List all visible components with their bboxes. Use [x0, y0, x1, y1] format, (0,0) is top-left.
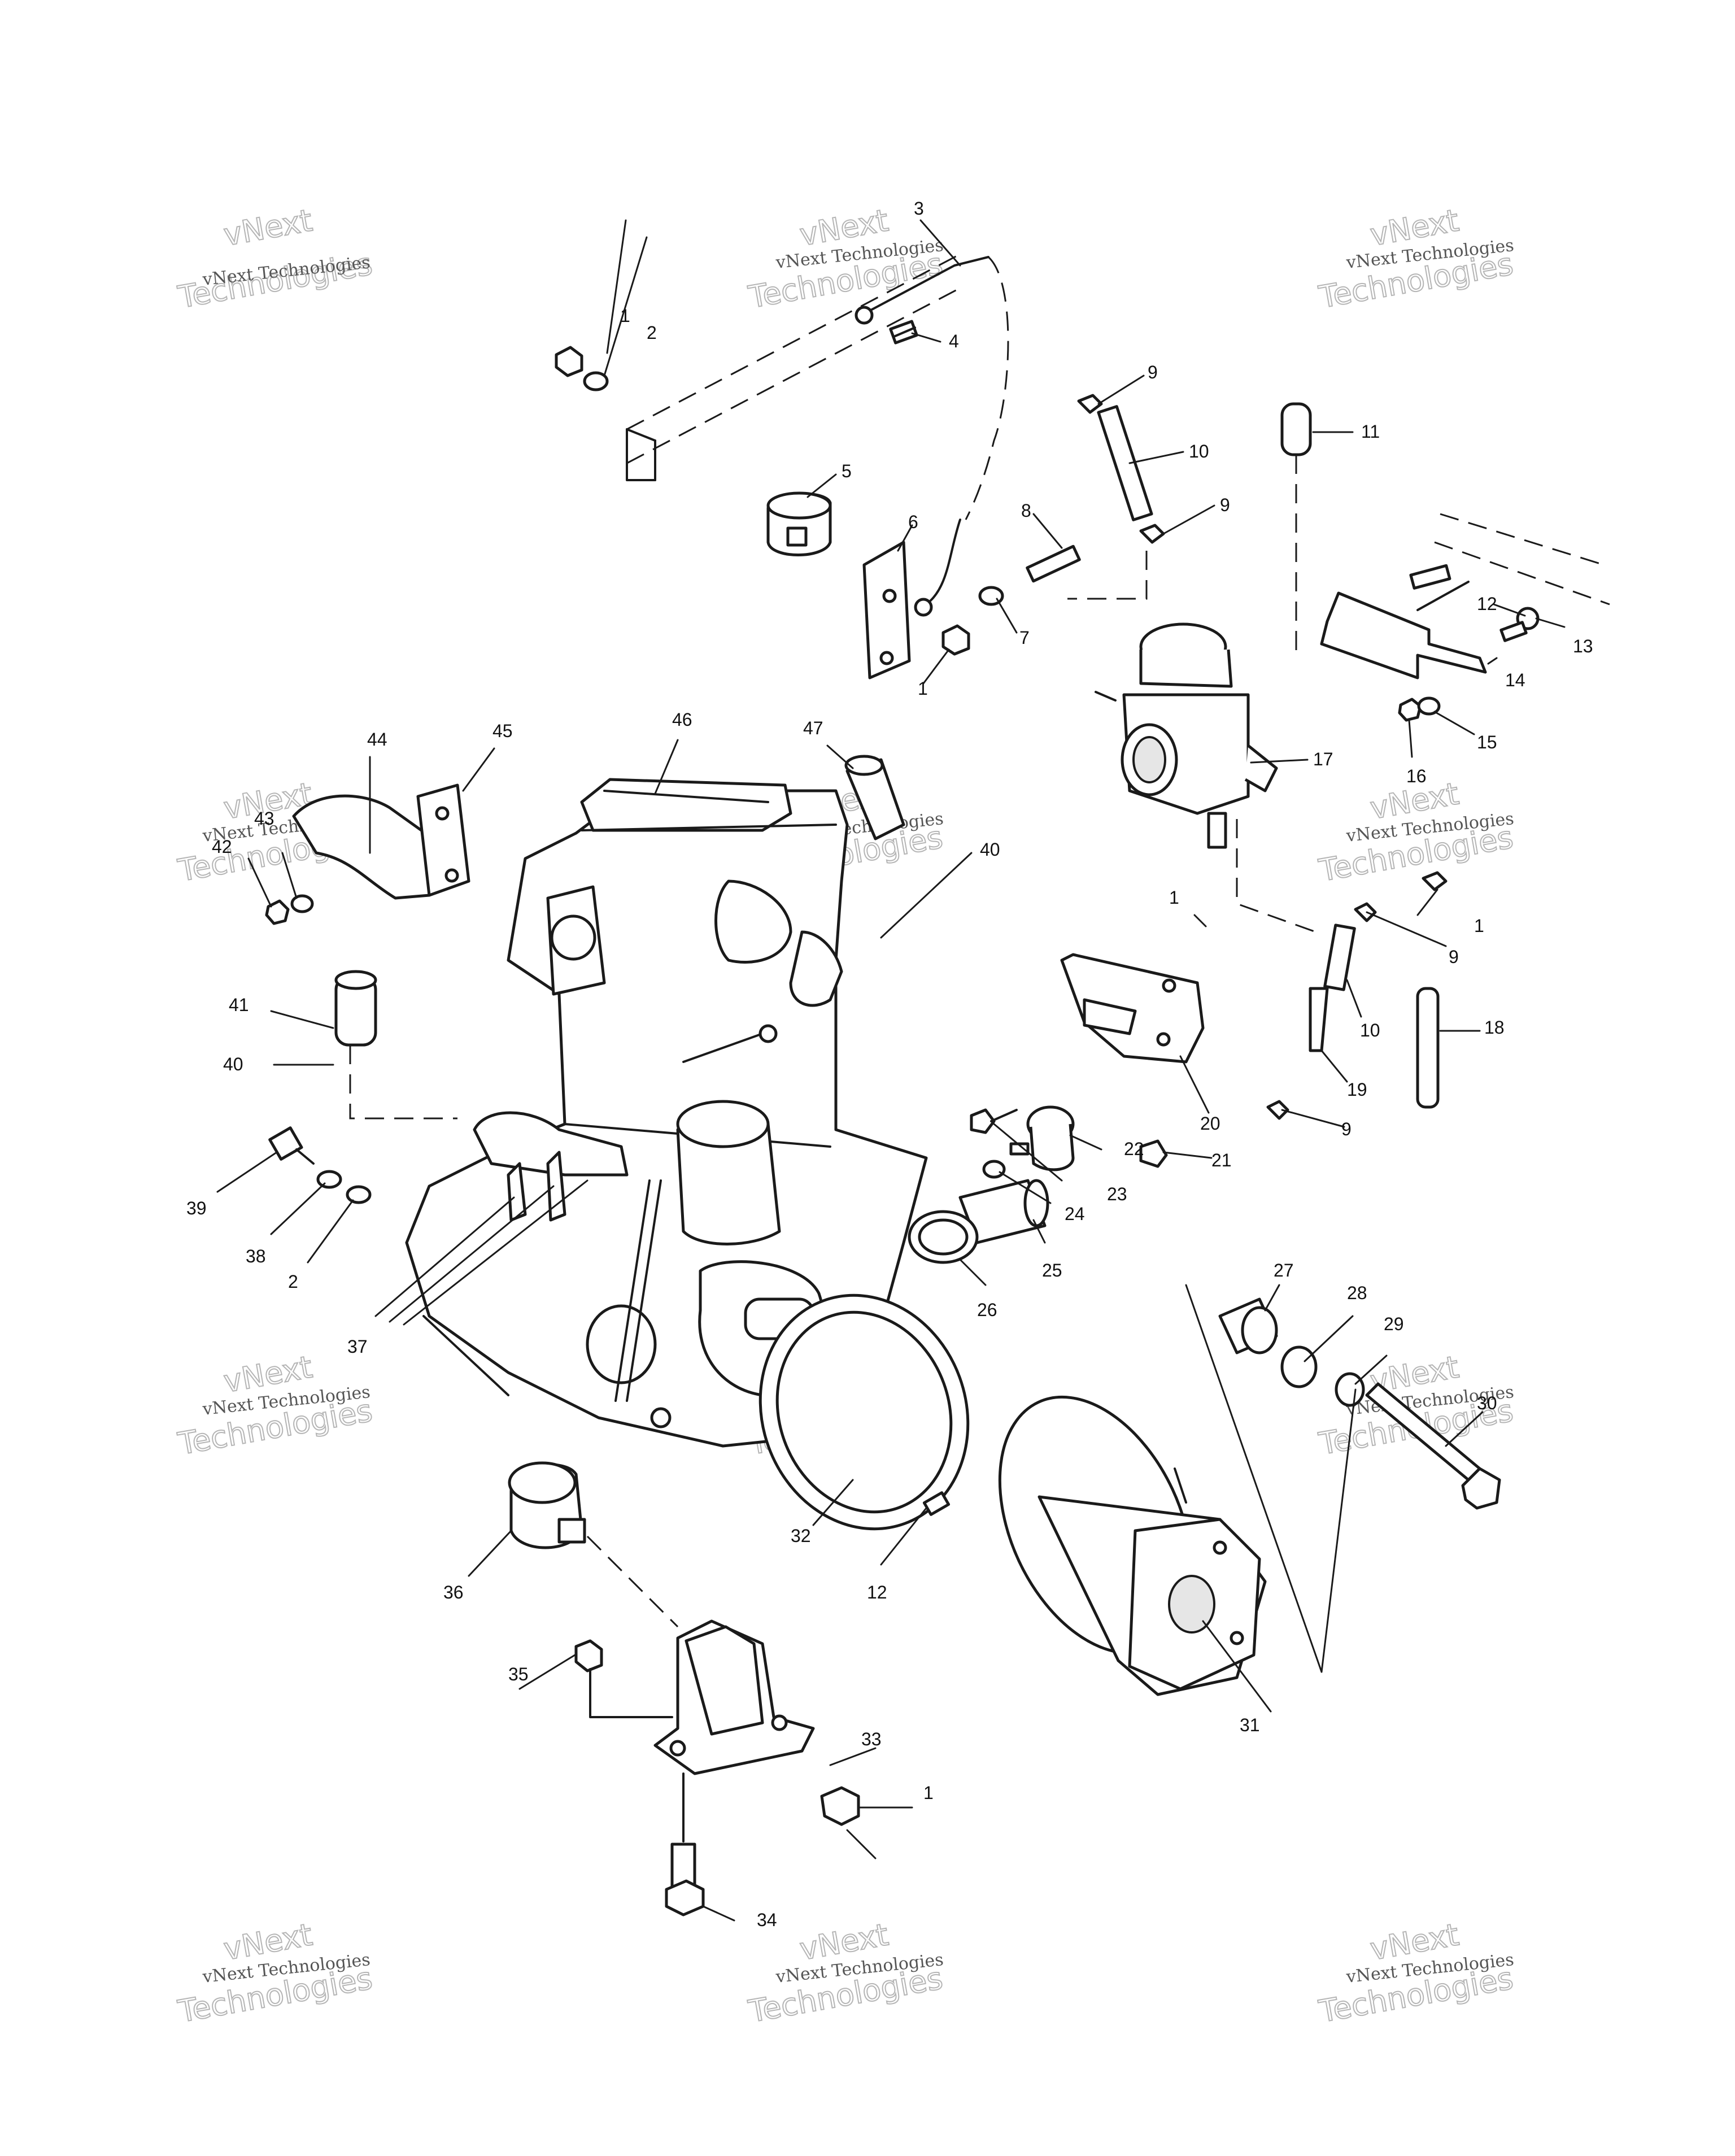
- callout-29: 29: [1384, 1314, 1404, 1334]
- sleeve-47: [844, 755, 905, 840]
- callout-12: 12: [1477, 594, 1497, 614]
- callout-36: 36: [443, 1582, 464, 1602]
- callout-44: 44: [367, 729, 387, 750]
- callout-27: 27: [1274, 1260, 1294, 1280]
- callout-46: 46: [672, 709, 692, 730]
- callout-19: 19: [1347, 1079, 1367, 1100]
- callout-35: 35: [508, 1664, 529, 1684]
- callout-25: 25: [1042, 1260, 1062, 1280]
- watermark-bottom-right: vNext Technologies vNext Technologies: [1315, 1916, 1516, 2030]
- callout-4: 4: [949, 331, 959, 351]
- bolt-39-washers: [268, 1126, 372, 1204]
- vent-tube-11: [1280, 402, 1312, 655]
- nut-washer-bolt-8: [941, 545, 1081, 656]
- callout-34: 34: [757, 1910, 777, 1930]
- callout-41: 41: [229, 995, 249, 1015]
- sleeve-41: [334, 970, 457, 1120]
- clutch-31: [998, 1395, 1267, 1696]
- callout-18: 18: [1484, 1017, 1505, 1038]
- callout-26: 26: [977, 1300, 997, 1320]
- callout-10b: 10: [1360, 1020, 1380, 1040]
- callout-31: 31: [1240, 1715, 1260, 1735]
- callout-9d: 9: [1341, 1119, 1352, 1139]
- callout-22: 22: [1124, 1139, 1144, 1159]
- engine-mount-5: [766, 491, 832, 556]
- watermark-top-left: vNext Technologies vNext Technologies: [175, 202, 376, 316]
- callout-12b: 12: [867, 1582, 887, 1602]
- callout-38: 38: [246, 1246, 266, 1266]
- bracket-33: [574, 1619, 860, 1917]
- watermark-bottom-left: vNext Technologies vNext Technologies: [175, 1916, 376, 2030]
- nut-washer-15-16: [1398, 696, 1441, 722]
- nut-washer-top: [555, 346, 609, 391]
- callout-39: 39: [186, 1198, 207, 1218]
- callout-6: 6: [908, 512, 918, 532]
- callout-14: 14: [1505, 670, 1525, 690]
- callout-8: 8: [1021, 500, 1031, 521]
- callout-9: 9: [1148, 362, 1158, 382]
- callout-43: 43: [254, 808, 274, 829]
- fuel-line-upper: [1067, 394, 1165, 600]
- callout-23: 23: [1107, 1184, 1127, 1204]
- callout-9c: 9: [1449, 947, 1459, 967]
- callout-1c: 1: [1169, 887, 1179, 908]
- spacer-bolt-30: [1218, 1297, 1501, 1510]
- fuel-line-lower: [1236, 819, 1448, 1120]
- callout-28: 28: [1347, 1283, 1367, 1303]
- callout-21: 21: [1211, 1150, 1232, 1170]
- callout-5: 5: [842, 461, 852, 481]
- watermark-top-center: vNext Technologies vNext Technologies: [745, 202, 946, 316]
- ground-cable: [855, 256, 1009, 617]
- callout-37: 37: [347, 1336, 368, 1357]
- callout-17: 17: [1313, 749, 1333, 769]
- callout-40b: 40: [223, 1054, 243, 1074]
- callout-labels: 1 2 3 4 5 6 7 8 9 10 9 11 1 12 13 14 15 …: [186, 198, 1593, 1930]
- callout-11: 11: [1361, 421, 1380, 442]
- carb-bracket-14: [1320, 513, 1610, 680]
- callout-42: 42: [212, 837, 232, 857]
- callout-13: 13: [1573, 636, 1593, 656]
- callout-1e: 1: [923, 1783, 934, 1803]
- callout-24: 24: [1065, 1204, 1085, 1224]
- bolt-4: [889, 320, 918, 345]
- callout-9b: 9: [1220, 495, 1230, 515]
- callout-33: 33: [861, 1729, 882, 1749]
- plate-32: [758, 1293, 970, 1531]
- callout-7: 7: [1019, 628, 1030, 648]
- callout-47: 47: [803, 718, 823, 738]
- watermark-bottom-center: vNext Technologies vNext Technologies: [745, 1916, 946, 2030]
- parts-drawing: [265, 253, 1610, 1917]
- bracket-20: [1060, 953, 1205, 1064]
- callout-3: 3: [914, 198, 924, 219]
- callout-32: 32: [791, 1526, 811, 1546]
- callout-10: 10: [1189, 441, 1209, 461]
- intake-boot-44: [265, 783, 470, 925]
- leader-lines: [216, 219, 1566, 1922]
- carburetor-17: [1095, 622, 1278, 849]
- svg-text:vNext: vNext: [221, 202, 315, 252]
- watermark-mid-right: vNext Technologies vNext Technologies: [1315, 775, 1516, 889]
- callout-2b: 2: [288, 1271, 298, 1292]
- callout-1: 1: [620, 306, 630, 326]
- callout-1b: 1: [918, 678, 928, 699]
- bracket-6: [862, 541, 911, 680]
- callout-20: 20: [1200, 1113, 1220, 1134]
- callout-30: 30: [1477, 1393, 1497, 1413]
- mount-36: [508, 1461, 679, 1628]
- callout-1d: 1: [1474, 916, 1484, 936]
- callout-15: 15: [1477, 732, 1497, 752]
- callout-45: 45: [492, 721, 513, 741]
- callout-16: 16: [1406, 766, 1427, 786]
- bolt-23-washer-24: [970, 1108, 1018, 1179]
- frame-rail-top: [626, 253, 961, 481]
- mount-22: [1009, 1105, 1168, 1171]
- callout-2: 2: [647, 323, 657, 343]
- watermark-lower-left: vNext Technologies vNext Technologies: [175, 1348, 376, 1462]
- boot-25-clamp-26: [908, 1179, 1049, 1264]
- callout-40: 40: [980, 839, 1000, 860]
- watermark-top-right: vNext Technologies vNext Technologies: [1315, 202, 1516, 316]
